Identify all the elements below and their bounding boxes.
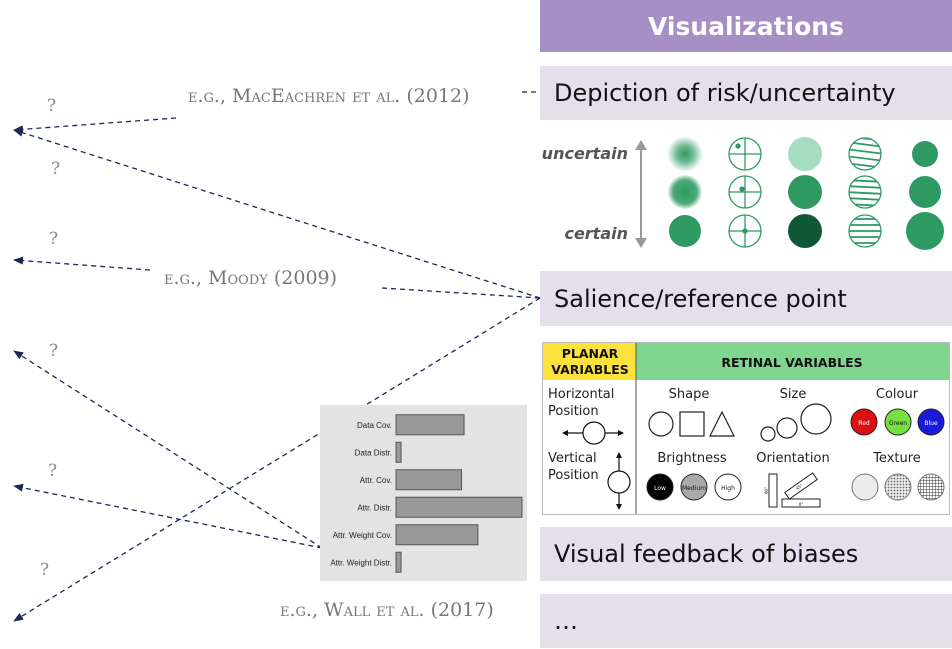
orientation-label: Orientation: [756, 451, 829, 466]
uncertainty-texture-high: [849, 138, 881, 169]
retinal-header-bg: [636, 343, 949, 380]
brightness-label: Brightness: [657, 451, 726, 466]
bar: [395, 469, 463, 491]
uncertainty-position-low: [728, 214, 762, 248]
vertical-label-1: Vertical: [548, 451, 597, 466]
arrow-salience-to-bottom: [13, 297, 541, 622]
example-moody: e.g., Moody (2009): [164, 267, 338, 289]
shape-examples: [648, 410, 735, 437]
colour-green-label: Green: [889, 420, 907, 427]
example-wall: e.g., Wall et al. (2017): [280, 599, 494, 621]
bar: [395, 414, 465, 436]
uncertainty-size-mid: [909, 176, 941, 208]
uncertainty-blur-low: [669, 215, 701, 247]
uncertainty-value-high: [788, 137, 822, 171]
bar-label: Data Cov.: [357, 421, 392, 430]
bar-label: Attr. Weight Cov.: [333, 531, 392, 540]
uncertainty-position-mid: [728, 175, 762, 209]
brightness-medium-label: Medium: [682, 485, 706, 492]
bar-label: Attr. Weight Distr.: [330, 558, 392, 567]
category-visual-feedback-of-biases: Visual feedback of biases: [540, 527, 952, 581]
uncertainty-size-high: [912, 141, 938, 167]
orientation-90-label: 90°: [764, 487, 769, 494]
colour-red-label: Red: [858, 420, 870, 427]
colour-label: Colour: [876, 387, 919, 402]
arrow-moody-link: [381, 287, 541, 299]
bar: [395, 551, 402, 573]
colour-blue-label: Blue: [924, 420, 938, 427]
retinal-title: RETINAL VARIABLES: [721, 355, 862, 370]
uncertainty-size-low: [906, 212, 944, 250]
bar: [395, 441, 402, 463]
horizontal-label-2: Position: [548, 404, 599, 419]
bar: [395, 524, 479, 546]
planar-title-line1: PLANAR: [562, 346, 619, 361]
size-examples: [760, 403, 832, 442]
arrow-bias-to-mid: [13, 350, 323, 549]
horizontal-position-icon: [562, 421, 624, 445]
category-risk-uncertainty: Depiction of risk/uncertainty: [540, 66, 952, 120]
orientation-45-label: 45°: [795, 483, 804, 491]
texture-examples: [851, 473, 945, 501]
bar-label: Attr. Distr.: [357, 503, 392, 512]
vertical-position-icon: [607, 452, 631, 510]
bar-label: Data Distr.: [355, 448, 392, 457]
question-mark: ?: [48, 461, 58, 481]
colour-examples: [850, 408, 945, 436]
brightness-examples: [646, 473, 742, 501]
brightness-low-label: Low: [654, 485, 666, 492]
bar-label: Attr. Cov.: [360, 476, 392, 485]
retinal-variables-panel: PLANAR VARIABLES RETINAL VARIABLES Horiz…: [542, 342, 950, 515]
arrow-salience-to-top: [13, 128, 541, 299]
uncertainty-position-high: [728, 137, 762, 171]
arrow-moody: [13, 256, 151, 271]
uncertainty-blur-mid: [668, 175, 702, 209]
uncertain-label: uncertain: [542, 144, 628, 163]
planar-title-line2: VARIABLES: [551, 362, 628, 377]
orientation-examples: [768, 472, 821, 508]
shape-label: Shape: [669, 387, 710, 402]
orientation-0-label: 0°: [799, 502, 804, 507]
certain-label: certain: [564, 224, 628, 243]
texture-label: Texture: [872, 451, 921, 466]
category-salience-reference-point: Salience/reference point: [540, 271, 952, 326]
arrow-maceachren: [13, 117, 177, 134]
question-mark: ?: [40, 560, 50, 580]
certainty-axis-arrow: [635, 140, 647, 248]
horizontal-label-1: Horizontal: [548, 387, 614, 402]
category-more: …: [540, 594, 952, 648]
arrow-bias-to-lower: [13, 483, 323, 549]
question-mark: ?: [51, 159, 61, 179]
vertical-label-2: Position: [548, 468, 599, 483]
planar-header-bg: [543, 343, 636, 380]
brightness-high-label: High: [721, 485, 735, 492]
uncertainty-value-mid: [788, 175, 822, 209]
bias-feedback-chart: Data Cov. Data Distr. Attr. Cov. Attr. Dist…: [320, 405, 527, 581]
bar: [395, 496, 523, 518]
uncertainty-value-low: [788, 214, 822, 248]
uncertainty-visualization-panel: uncertain certain: [542, 136, 944, 250]
uncertainty-blur-high: [667, 136, 703, 172]
question-mark: ?: [49, 229, 59, 249]
size-label: Size: [780, 387, 807, 402]
bias-bar-chart-svg: Data Cov. Data Distr. Attr. Cov. Attr. Dist…: [330, 414, 523, 573]
visualizations-header: Visualizations: [540, 0, 952, 52]
question-mark: ?: [49, 341, 59, 361]
example-maceachren: e.g., MacEachren et al. (2012): [188, 85, 470, 107]
question-mark: ?: [47, 96, 57, 116]
